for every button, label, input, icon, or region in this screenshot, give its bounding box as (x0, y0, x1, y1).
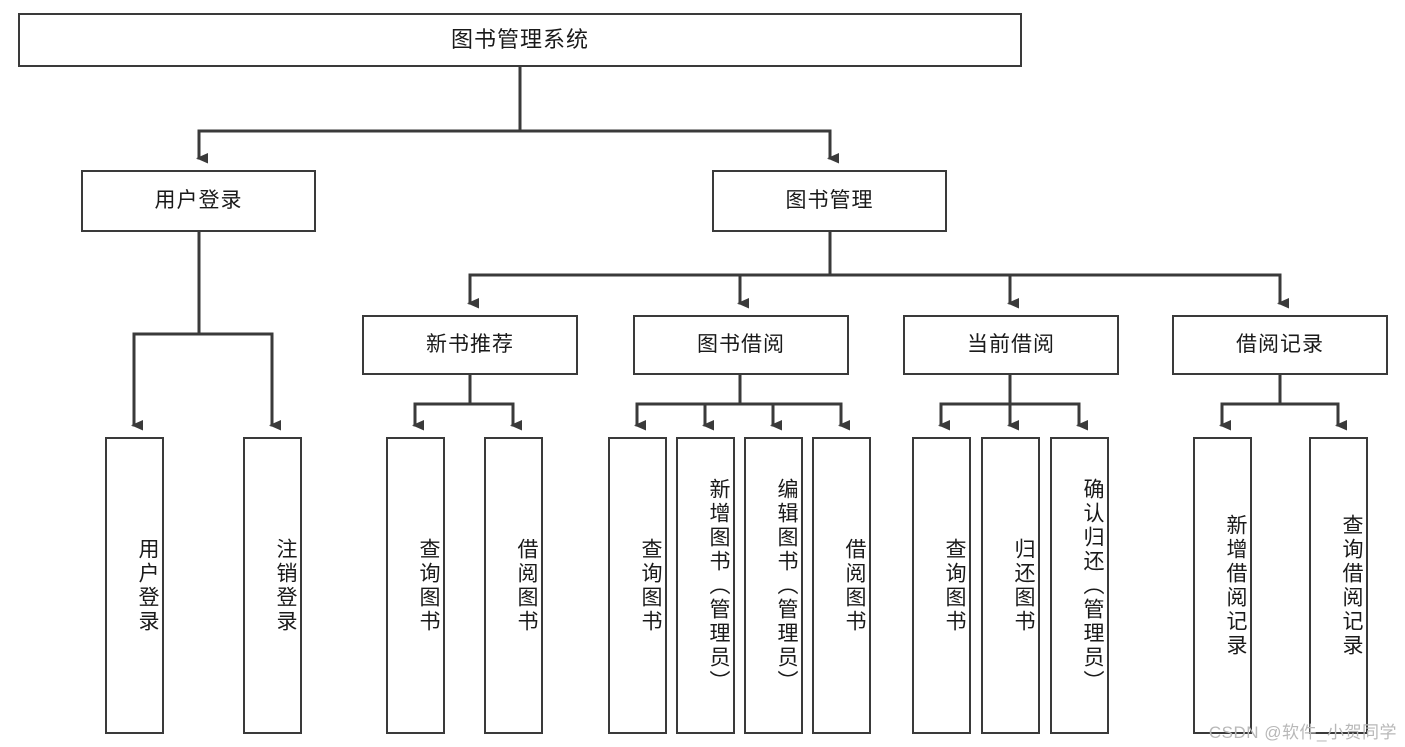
csdn-watermark: CSDN @软件_小贺同学 (1208, 723, 1397, 742)
node-book-manage[interactable]: 图书管理 (712, 170, 947, 232)
node-borrow-record[interactable]: 借阅记录 (1172, 315, 1388, 375)
node-label: 查询图书 (639, 537, 662, 634)
node-label: 用户登录 (154, 189, 243, 213)
leaf-logout-login[interactable]: 注销登录 (243, 437, 302, 734)
node-label: 借阅图书 (515, 537, 538, 634)
leaf-query-book-2[interactable]: 查询图书 (608, 437, 667, 734)
leaf-add-book[interactable]: 新增图书（管理员） (676, 437, 735, 734)
leaf-edit-book[interactable]: 编辑图书（管理员） (744, 437, 803, 734)
node-label: 当前借阅 (967, 333, 1055, 357)
node-label: 图书借阅 (697, 333, 785, 357)
leaf-query-book-1[interactable]: 查询图书 (386, 437, 445, 734)
node-label: 借阅记录 (1236, 333, 1324, 357)
node-book-borrow[interactable]: 图书借阅 (633, 315, 849, 375)
node-label: 确认归还（管理员） (1081, 477, 1104, 694)
node-current-borrow[interactable]: 当前借阅 (903, 315, 1119, 375)
leaf-query-record[interactable]: 查询借阅记录 (1309, 437, 1368, 734)
leaf-query-book-3[interactable]: 查询图书 (912, 437, 971, 734)
node-label: 查询图书 (943, 537, 966, 634)
node-label: 归还图书 (1012, 537, 1035, 634)
leaf-return-book[interactable]: 归还图书 (981, 437, 1040, 734)
node-root-book-management-system[interactable]: 图书管理系统 (18, 13, 1022, 67)
node-label: 图书管理 (785, 189, 874, 213)
node-label: 编辑图书（管理员） (775, 477, 798, 694)
node-label: 新书推荐 (426, 333, 514, 357)
node-label: 查询借阅记录 (1340, 513, 1363, 658)
node-label: 查询图书 (417, 537, 440, 634)
node-label: 图书管理系统 (450, 26, 589, 52)
leaf-borrow-book-1[interactable]: 借阅图书 (484, 437, 543, 734)
leaf-confirm-return[interactable]: 确认归还（管理员） (1050, 437, 1109, 734)
node-label: 用户登录 (136, 537, 159, 634)
node-new-book-recommend[interactable]: 新书推荐 (362, 315, 578, 375)
leaf-borrow-book-2[interactable]: 借阅图书 (812, 437, 871, 734)
node-label: 注销登录 (274, 537, 297, 634)
node-label: 借阅图书 (843, 537, 866, 634)
node-label: 新增图书（管理员） (707, 477, 730, 694)
node-label: 新增借阅记录 (1224, 513, 1247, 658)
node-user-login[interactable]: 用户登录 (81, 170, 316, 232)
leaf-add-record[interactable]: 新增借阅记录 (1193, 437, 1252, 734)
leaf-user-login[interactable]: 用户登录 (105, 437, 164, 734)
